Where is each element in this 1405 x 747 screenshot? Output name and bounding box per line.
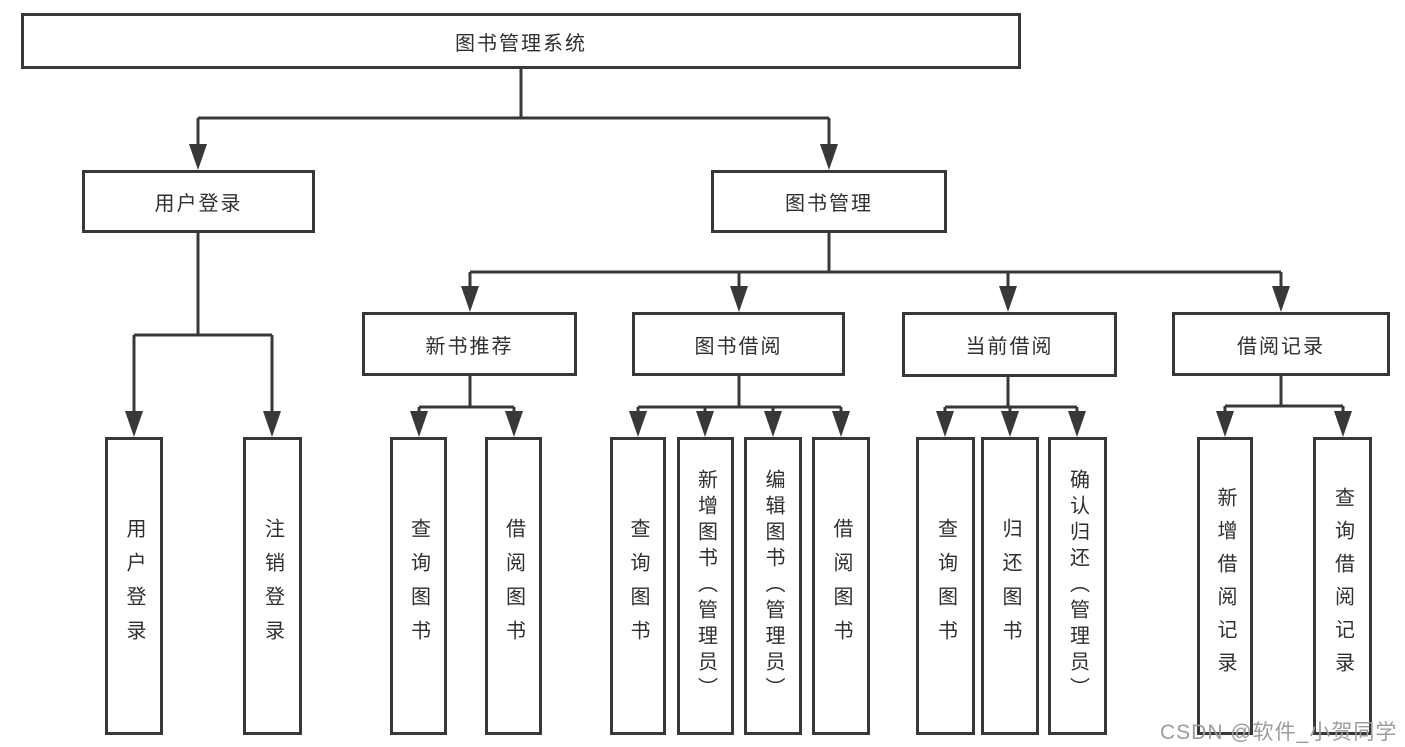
- leaf-query-books-borrowing: 查询图书: [610, 437, 666, 735]
- node-label: 确认归还（管理员）: [1066, 469, 1089, 703]
- leaf-logout: 注销登录: [243, 437, 302, 735]
- node-borrowing-records: 借阅记录: [1172, 312, 1390, 376]
- node-label: 注销登录: [261, 518, 284, 654]
- node-label: 查询图书: [407, 518, 430, 654]
- node-label: 新增借阅记录: [1214, 487, 1236, 685]
- leaf-return-books: 归还图书: [981, 437, 1039, 735]
- leaf-borrow-books: 借阅图书: [812, 437, 870, 735]
- node-library-system: 图书管理系统: [21, 13, 1021, 69]
- csdn-watermark: CSDN @软件_小贺同学: [1160, 721, 1398, 744]
- leaf-query-books-current: 查询图书: [916, 437, 975, 735]
- node-label: 图书管理: [785, 193, 873, 215]
- node-user-login: 用户登录: [82, 170, 315, 233]
- node-label: 新增图书（管理员）: [694, 469, 717, 703]
- node-label: 图书借阅: [694, 335, 783, 358]
- leaf-add-borrow-record: 新增借阅记录: [1197, 437, 1253, 735]
- arrowhead-icons: [125, 144, 1352, 437]
- node-label: 用户登录: [123, 518, 145, 654]
- node-label: 借阅图书: [830, 518, 852, 654]
- node-book-management: 图书管理: [711, 170, 947, 233]
- node-label: 图书管理系统: [455, 32, 587, 55]
- node-current-borrowing: 当前借阅: [902, 312, 1117, 377]
- node-label: 查询图书: [934, 518, 957, 654]
- leaf-borrow-books-recommend: 借阅图书: [485, 437, 542, 735]
- leaf-add-book-admin: 新增图书（管理员）: [677, 437, 734, 735]
- leaf-query-books-recommend: 查询图书: [390, 437, 447, 735]
- node-label: 归还图书: [999, 518, 1021, 654]
- leaf-query-borrow-record: 查询借阅记录: [1313, 437, 1372, 735]
- node-label: 借阅记录: [1237, 335, 1325, 358]
- node-book-borrowing: 图书借阅: [632, 312, 845, 376]
- node-label: 编辑图书（管理员）: [762, 469, 784, 703]
- node-label: 查询借阅记录: [1331, 487, 1354, 685]
- leaf-confirm-return-admin: 确认归还（管理员）: [1048, 437, 1107, 735]
- node-label: 用户登录: [154, 193, 243, 215]
- node-label: 新书推荐: [425, 335, 514, 358]
- node-new-book-recommend: 新书推荐: [362, 312, 577, 376]
- leaf-edit-book-admin: 编辑图书（管理员）: [744, 437, 802, 735]
- node-label: 查询图书: [627, 518, 649, 654]
- node-label: 借阅图书: [502, 518, 525, 654]
- leaf-user-login: 用户登录: [105, 437, 163, 735]
- node-label: 当前借阅: [965, 336, 1054, 358]
